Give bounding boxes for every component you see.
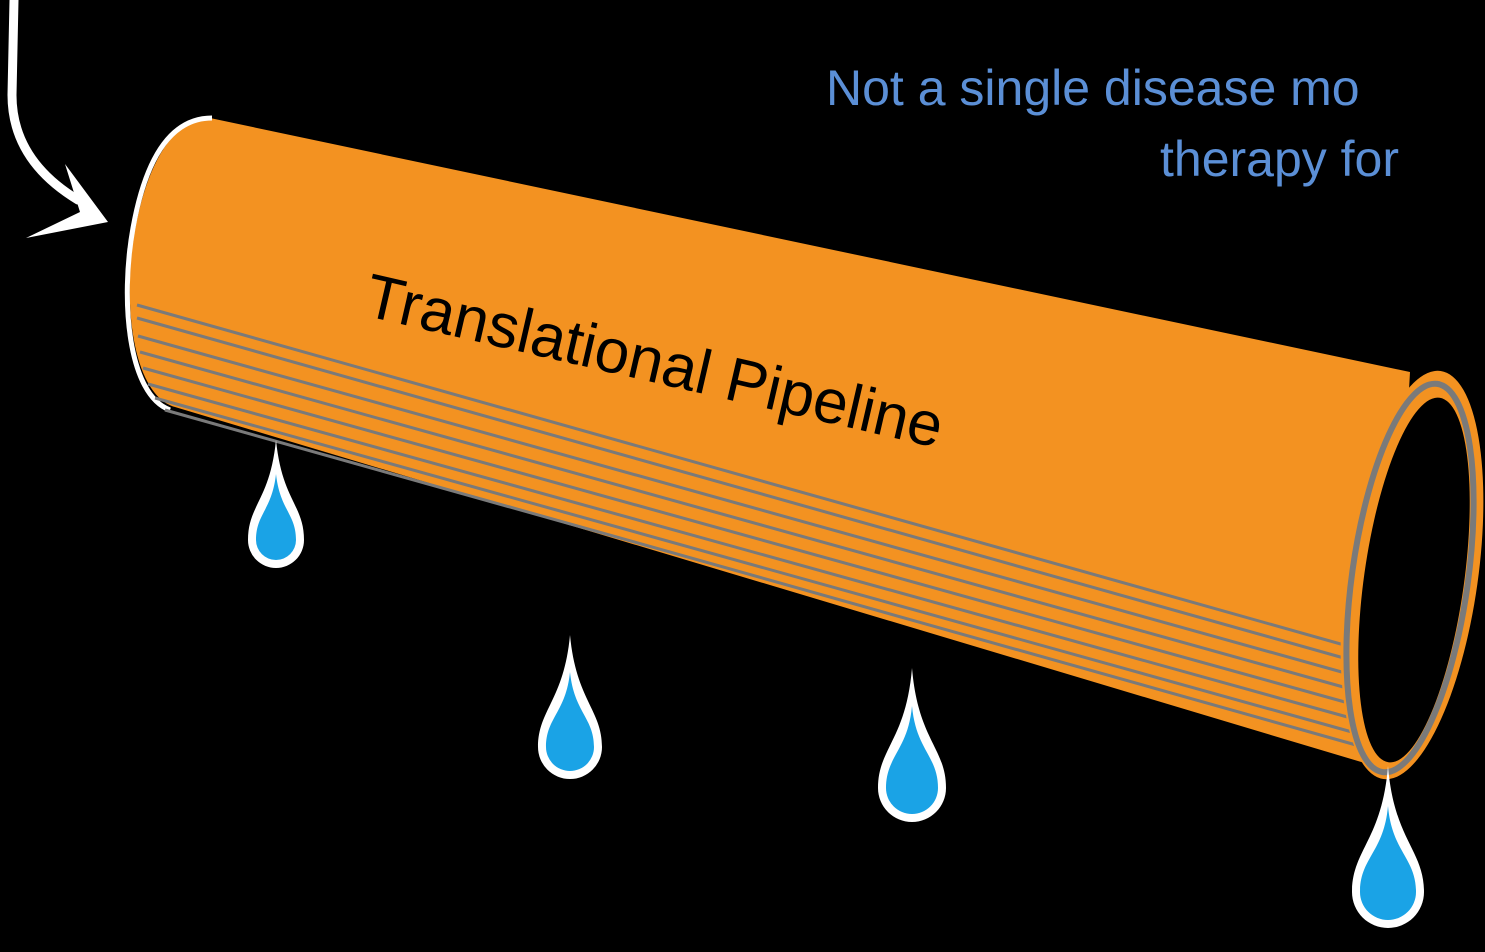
water-drop-icon — [878, 668, 946, 822]
caption: Not a single disease mo therapy for — [826, 60, 1399, 187]
water-drop-icon — [1352, 766, 1424, 928]
pipe: Translational Pipeline — [127, 118, 1485, 788]
water-drop-icon — [248, 440, 304, 568]
caption-line-1: Not a single disease mo — [826, 60, 1360, 116]
curved-down-arrow-icon — [12, 0, 108, 238]
water-drop-icon — [538, 635, 602, 779]
caption-line-2: therapy for — [1160, 131, 1399, 187]
